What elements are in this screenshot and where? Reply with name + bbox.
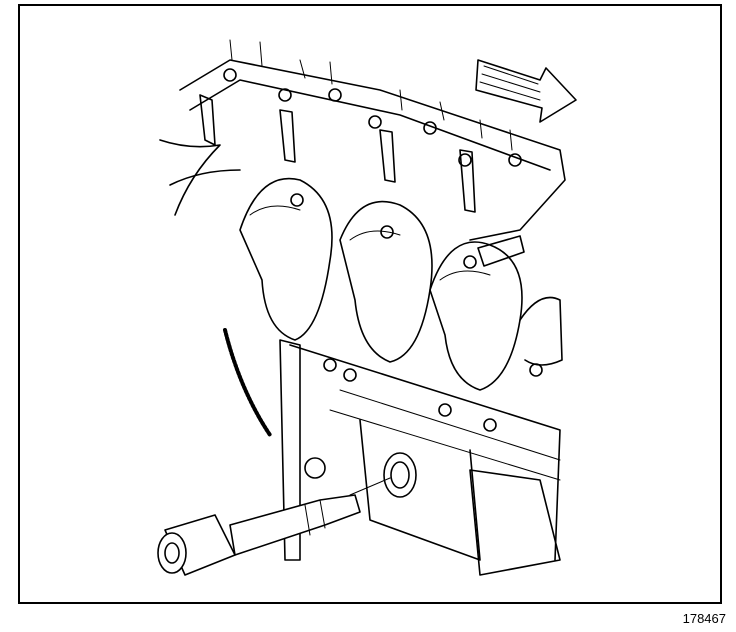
- direction-arrow-icon: [475, 59, 577, 123]
- flywheel-ring-gear: [223, 328, 272, 437]
- engine-block: [279, 339, 561, 576]
- knock-sensor: [157, 477, 391, 576]
- illustration-frame: [18, 4, 722, 604]
- figure-number: 178467: [682, 611, 726, 626]
- exhaust-manifold: [159, 139, 563, 391]
